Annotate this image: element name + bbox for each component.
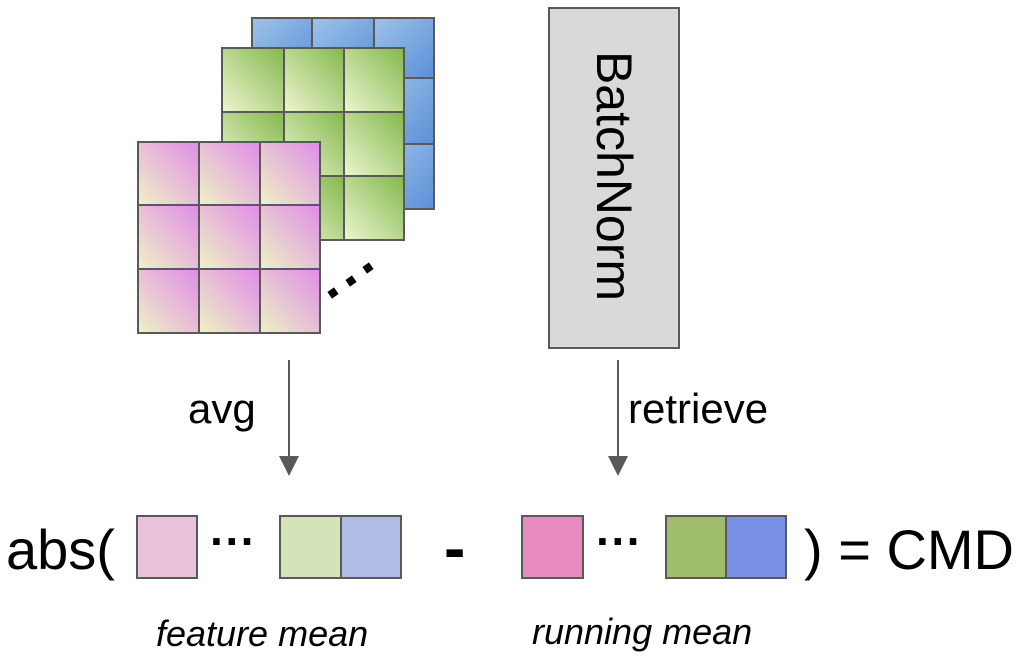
feature-map-layer-pink [137,141,321,334]
running-mean-vector [521,515,787,579]
minus-sign: - [444,512,466,584]
feature-ellipsis: ··· [210,515,256,567]
retrieve-label: retrieve [628,385,769,432]
avg-label: avg [188,385,256,432]
feature-mean-cell-green [279,515,342,579]
running-ellipsis: ··· [596,515,642,567]
abs-open-label: abs( [6,518,115,581]
feature-mean-cell-pink [136,515,198,579]
running-mean-cell-blue [725,515,787,579]
running-mean-cell-pink [521,515,584,579]
running-mean-caption: running mean [532,611,753,652]
batchnorm-box [548,7,680,349]
batchnorm-label: BatchNorm [586,50,642,302]
feature-mean-caption: feature mean [156,613,369,654]
feature-mean-cell-blue [340,515,402,579]
feature-mean-vector [136,515,402,579]
running-mean-cell-green [665,515,727,579]
stack-ellipsis-dots [327,262,374,299]
cmd-result-label: ) = CMD [804,518,1014,581]
